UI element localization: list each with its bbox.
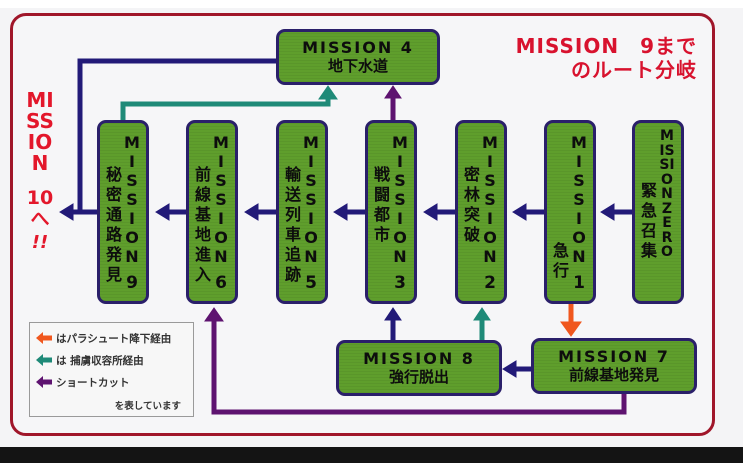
orange-arrow-icon: [36, 332, 52, 344]
teal-arrow-icon: [36, 354, 52, 366]
purple-arrow-icon: [36, 376, 52, 388]
title-line-2: のルート分岐: [571, 58, 697, 82]
mission-box-7[interactable]: MISSION 7 前線基地発見: [531, 338, 697, 394]
mission-en: MISSION 7: [558, 347, 670, 366]
mission-en: MISSION: [392, 133, 408, 266]
mission-ja: 密林突破: [463, 165, 480, 244]
arrow-m4-to-m10: [77, 58, 278, 212]
legend-text: はパラシュート降下経由: [56, 332, 172, 345]
side-label-line-3: !!: [31, 232, 49, 253]
mission-ja: 地下水道: [327, 57, 388, 75]
mission-ja: 急行: [552, 241, 569, 280]
mission-num: 9: [126, 273, 138, 293]
mission-ja: 輸送列車追跡: [284, 165, 301, 284]
navy-connectors: [59, 58, 632, 378]
arrowhead-m0-m1: [600, 203, 615, 221]
arrow-m9-to-m4: [120, 96, 331, 121]
mission-en: MISSION: [124, 133, 140, 266]
mission-box-6[interactable]: MISSION 前線基地進入 6: [186, 120, 238, 304]
mission-ja: 緊急召集: [640, 181, 657, 260]
mission-en: MISSION 8: [363, 349, 475, 368]
mission-num: 3: [394, 273, 406, 293]
legend-note: を表しています: [114, 401, 181, 412]
purple-connectors: [204, 85, 627, 415]
mission-box-8[interactable]: MISSION 8 強行脱出: [336, 340, 502, 396]
legend-item-shortcut: ショートカット: [36, 373, 130, 391]
mission-box-1[interactable]: MISSION 急行 1: [544, 120, 596, 304]
title-line-1: MISSION 9まで: [515, 34, 697, 58]
arrowhead-m5-m6: [244, 203, 259, 221]
mission-num: 5: [305, 273, 317, 293]
side-label-line-2: 10へ: [26, 187, 54, 230]
mission-en: MISSION: [571, 133, 587, 266]
arrowhead-m1-m2: [512, 203, 527, 221]
mission-num: 6: [215, 273, 227, 293]
diagram-title: MISSION 9まで のルート分岐: [516, 34, 697, 82]
arrowhead-m1-m7: [560, 321, 582, 337]
mission-ja: 秘密通路発見: [105, 165, 122, 284]
mission-box-2[interactable]: MISSION 密林突破 2: [455, 120, 507, 304]
arrowhead-m3-m5: [333, 203, 348, 221]
mission-box-zero[interactable]: MISSION ZERO 緊急召集: [632, 120, 684, 304]
bottom-bar: [0, 447, 743, 463]
legend-text: ショートカット: [56, 376, 130, 389]
mission-en: MISSION: [303, 133, 319, 266]
arrowhead-m3-m4: [384, 85, 402, 99]
arrowhead-m7-m8: [502, 360, 517, 378]
arrowhead-m9-m10: [59, 203, 74, 221]
arrowhead-m7-m6: [204, 307, 224, 322]
top-strip: [0, 0, 743, 8]
mission-box-9[interactable]: MISSION 秘密通路発見 9: [97, 120, 149, 304]
mission-ja: 前線基地発見: [568, 366, 659, 384]
arrowhead-m6-m9: [155, 203, 170, 221]
legend-box: はパラシュート降下経由 は 捕虜収容所経由 ショートカット を表しています: [29, 322, 194, 417]
legend-item-pow-camp: は 捕虜収容所経由: [36, 351, 144, 369]
mission-num: 2: [484, 273, 496, 293]
side-label-vertical: MISSION: [26, 88, 54, 175]
legend-item-parachute: はパラシュート降下経由: [36, 329, 171, 347]
side-label-mission-10: MISSION 10へ !!: [26, 88, 54, 254]
mission-ja: 戦闘都市: [373, 165, 390, 244]
mission-en: MISSION: [213, 133, 229, 266]
mission-box-5[interactable]: MISSION 輸送列車追跡 5: [276, 120, 328, 304]
arrowhead-m8-m3: [384, 307, 402, 321]
legend-text: は 捕虜収容所経由: [56, 354, 144, 367]
mission-box-3[interactable]: MISSION 戦闘都市 3: [365, 120, 417, 304]
mission-box-4[interactable]: MISSION 4 地下水道: [276, 29, 440, 85]
mission-en: MISSION: [482, 133, 498, 266]
mission-num: 1: [573, 273, 585, 293]
arrowhead-m9-m4: [318, 85, 338, 100]
mission-en: MISSION ZERO: [659, 128, 675, 260]
mission-ja: 前線基地進入: [194, 165, 211, 284]
teal-connectors: [120, 85, 491, 340]
mission-en: MISSION 4: [302, 38, 414, 57]
arrowhead-m8-m2: [473, 307, 491, 321]
arrow-m7-to-m6: [211, 318, 627, 415]
arrowhead-m2-m3: [423, 203, 438, 221]
mission-ja: 強行脱出: [388, 368, 449, 386]
orange-connectors: [560, 303, 582, 337]
